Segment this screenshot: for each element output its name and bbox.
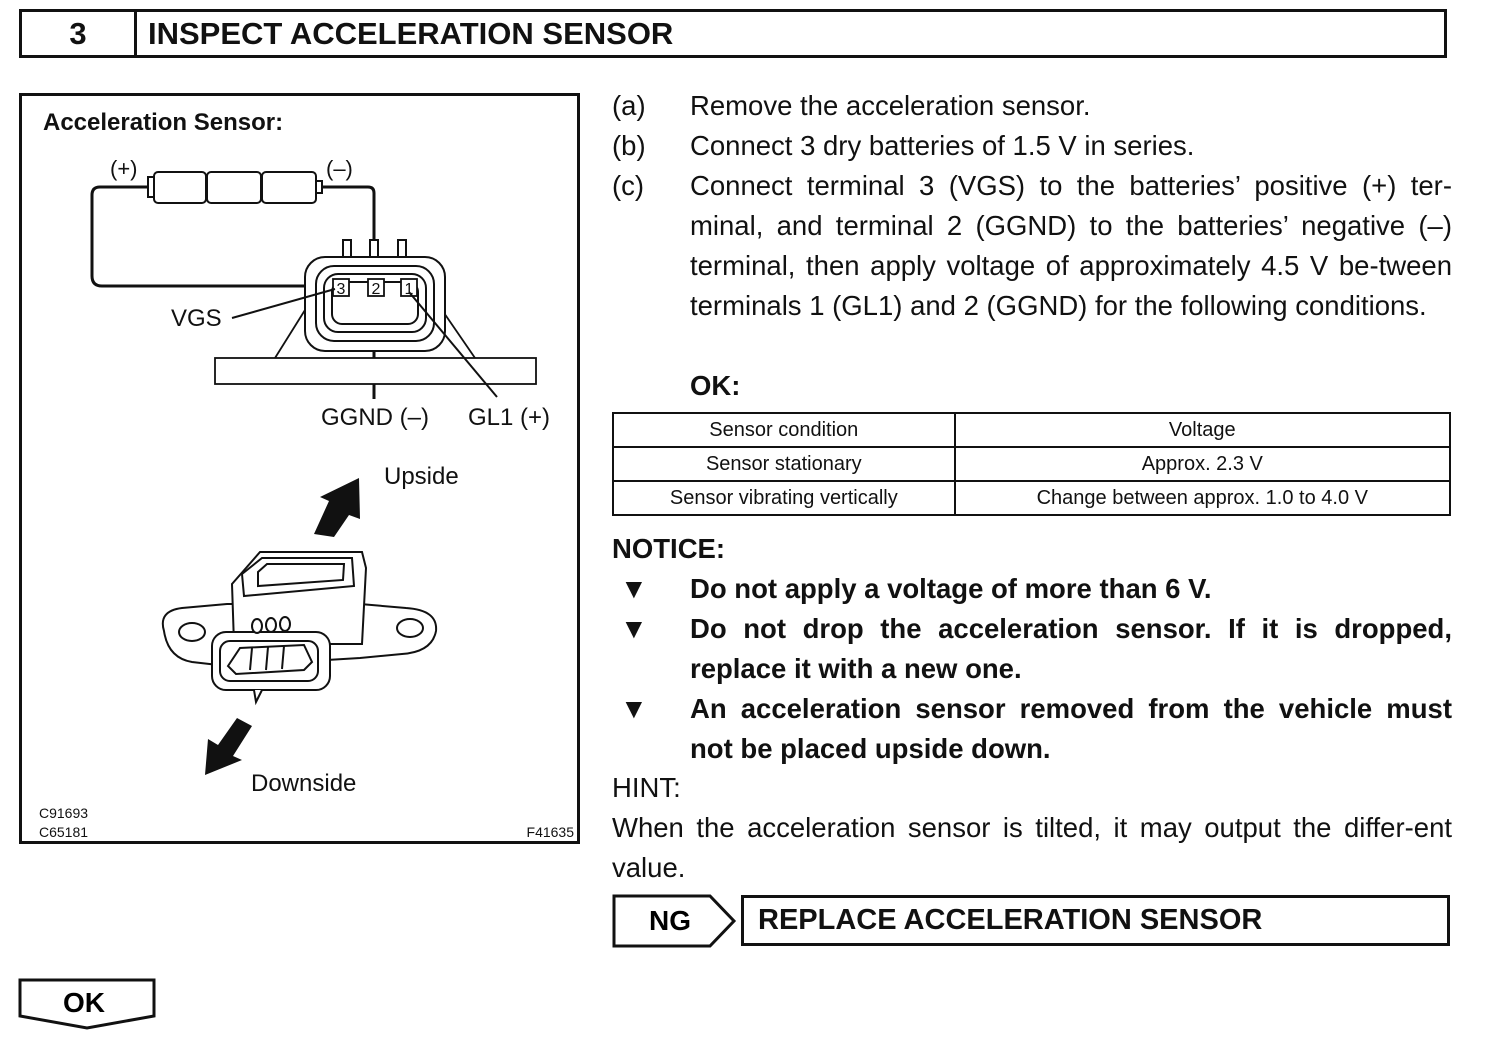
step-header: 3 INSPECT ACCELERATION SENSOR [19,9,1447,58]
terminal-boxes [332,278,418,297]
notice-text: An acceleration sensor removed from the … [690,693,1452,764]
connector-mount-plate [214,309,537,385]
sensor-diagram: Acceleration Sensor: (+) (–) [19,93,580,844]
figure-code-1: C91693 [39,805,88,821]
notice-item: ▼ Do not apply a voltage of more than 6 … [612,569,1452,609]
figure-code-3: F41635 [527,824,575,840]
notice-item: ▼ An acceleration sensor removed from th… [612,689,1452,769]
step-title: INSPECT ACCELERATION SENSOR [148,15,674,51]
table-header-cell: Voltage [953,412,1452,448]
step-label: (b) [612,130,646,161]
down-arrow-icon [205,718,252,775]
notice-heading: NOTICE: [612,533,726,564]
step-label: (c) [612,170,645,201]
table-header-cell: Sensor condition [612,412,956,448]
voltage-table: Sensor condition Voltage Sensor stationa… [612,412,1452,516]
notice-item: ▼ Do not drop the acceleration sensor. I… [612,609,1452,689]
step-label: (a) [612,90,646,121]
notice-text: Do not drop the acceleration sensor. If … [690,613,1452,684]
figure-title: Acceleration Sensor: [43,109,283,136]
table-cell: Sensor stationary [612,446,956,482]
up-arrow-icon [314,478,360,537]
table-row: Sensor stationary Approx. 2.3 V [612,446,1452,482]
ng-tag-label: NG [649,905,691,936]
terminal-3-label: 3 [337,281,346,298]
table-cell: Approx. 2.3 V [953,446,1452,482]
battery-pack-icon [147,171,323,204]
step-b: (b) Connect 3 dry batteries of 1.5 V in … [612,126,1452,166]
upside-label: Upside [384,463,459,490]
table-header-row: Sensor condition Voltage [612,412,1452,448]
step-text: Connect 3 dry batteries of 1.5 V in seri… [690,130,1195,161]
leader-lines [231,288,498,398]
triangle-bullet-icon: ▼ [620,573,648,604]
step-a: (a) Remove the acceleration sensor. [612,86,1452,126]
minus-label: (–) [326,156,353,181]
hint-heading: HINT: [612,772,681,803]
ng-action-box: REPLACE ACCELERATION SENSOR [741,895,1450,946]
acceleration-sensor-icon [161,551,438,706]
triangle-bullet-icon: ▼ [620,613,648,644]
gl1-label: GL1 (+) [468,404,550,431]
notice-text: Do not apply a voltage of more than 6 V. [690,573,1212,604]
terminal-2-label: 2 [372,281,381,298]
sensor-diagram-drawing: Acceleration Sensor: (+) (–) [39,109,575,840]
step-number: 3 [22,12,137,55]
table-cell: Sensor vibrating vertically [612,480,956,516]
plus-label: (+) [110,156,138,181]
ok-result-tag: OK [18,978,158,1037]
terminal-1-label: 1 [405,281,414,298]
triangle-bullet-icon: ▼ [620,693,648,724]
figure-code-2: C65181 [39,824,88,840]
downside-label: Downside [251,770,356,797]
table-cell: Change between approx. 1.0 to 4.0 V [953,480,1452,516]
hint-text: When the acceleration sensor is tilted, … [612,812,1452,883]
ok-heading: OK: [690,370,741,401]
step-text: Remove the acceleration sensor. [690,90,1091,121]
ok-tag-label: OK [63,987,105,1018]
step-c: (c) Connect terminal 3 (VGS) to the batt… [612,166,1452,326]
ggnd-label: GGND (–) [321,404,429,431]
vgs-label: VGS [171,305,222,332]
ng-result-tag: NG [612,894,738,953]
table-row: Sensor vibrating vertically Change betwe… [612,480,1452,516]
step-text: Connect terminal 3 (VGS) to the batterie… [690,170,1452,321]
